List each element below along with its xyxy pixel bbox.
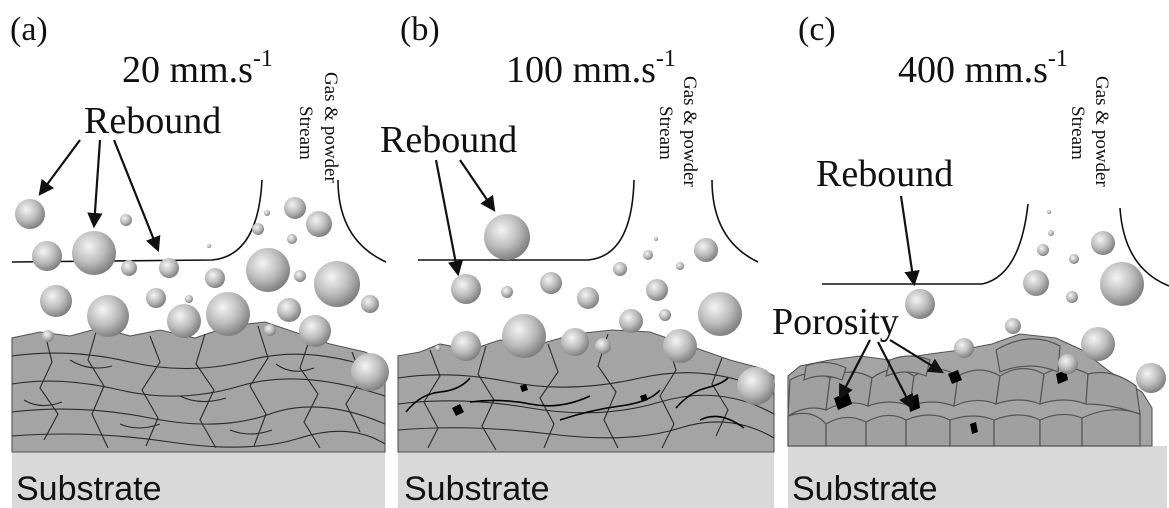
speed-label-c: 400 mm.s-1 bbox=[898, 46, 1068, 91]
coating-layer-a bbox=[11, 321, 386, 453]
rebound-label-b: Rebound bbox=[380, 119, 517, 161]
porosity-arrow-c2 bbox=[877, 341, 914, 411]
rebound-arrow-b1 bbox=[434, 159, 464, 277]
stream-label-a: Stream bbox=[295, 106, 316, 160]
substrate-b bbox=[398, 452, 774, 508]
rebound-arrow-a2 bbox=[87, 139, 103, 229]
panel-b: Substrate bbox=[380, 11, 775, 508]
rebound-arrow-a1 bbox=[38, 139, 81, 196]
powder-particles-a bbox=[15, 197, 389, 391]
stream-label-c: Stream bbox=[1067, 106, 1088, 160]
substrate-label-b: Substrate bbox=[404, 470, 550, 508]
substrate-c bbox=[788, 446, 1167, 508]
nozzle-wall-right-c bbox=[1119, 207, 1169, 287]
panel-c: Substrate bbox=[772, 11, 1169, 508]
speed-label-a: 20 mm.s-1 bbox=[122, 46, 273, 91]
coating-cracks-a bbox=[11, 325, 386, 449]
rebound-arrow-c1 bbox=[899, 195, 920, 287]
powder-particles-c bbox=[905, 210, 1166, 393]
rebound-arrow-b2 bbox=[459, 159, 496, 212]
substrate-label-c: Substrate bbox=[792, 470, 938, 508]
coating-cracks-b bbox=[397, 333, 775, 451]
panel-letter-a: (a) bbox=[10, 11, 48, 48]
gas-label-b: Gas & powder bbox=[679, 76, 700, 187]
rebound-arrow-a3 bbox=[112, 139, 161, 253]
powder-particles-b bbox=[435, 214, 775, 405]
pore-b1 bbox=[452, 404, 464, 416]
nozzle-wall-right-b bbox=[711, 179, 759, 263]
panel-letter-c: (c) bbox=[798, 11, 836, 48]
nozzle-wall-left-c bbox=[822, 203, 1029, 285]
pore-b3 bbox=[640, 394, 648, 402]
porosity-label-c: Porosity bbox=[772, 301, 899, 343]
gas-label-c: Gas & powder bbox=[1091, 76, 1112, 187]
pore-b2 bbox=[520, 384, 528, 392]
gas-label-a: Gas & powder bbox=[320, 72, 341, 183]
rebound-label-a: Rebound bbox=[84, 100, 221, 142]
porosity-arrow-c1 bbox=[838, 339, 871, 401]
nozzle-wall-right-a bbox=[337, 179, 387, 263]
porosity-arrow-c3 bbox=[889, 339, 944, 374]
grains-c bbox=[787, 338, 1141, 447]
panel-letter-b: (b) bbox=[400, 11, 440, 48]
speed-label-b: 100 mm.s-1 bbox=[506, 46, 676, 91]
nozzle-wall-left-a bbox=[11, 179, 263, 263]
nozzle-wall-left-b bbox=[418, 179, 635, 261]
rebound-label-c: Rebound bbox=[816, 153, 953, 195]
substrate-a bbox=[12, 452, 385, 508]
stream-label-b: Stream bbox=[655, 106, 676, 160]
substrate-label-a: Substrate bbox=[16, 470, 162, 508]
panel-a: Substrate bbox=[10, 11, 389, 508]
